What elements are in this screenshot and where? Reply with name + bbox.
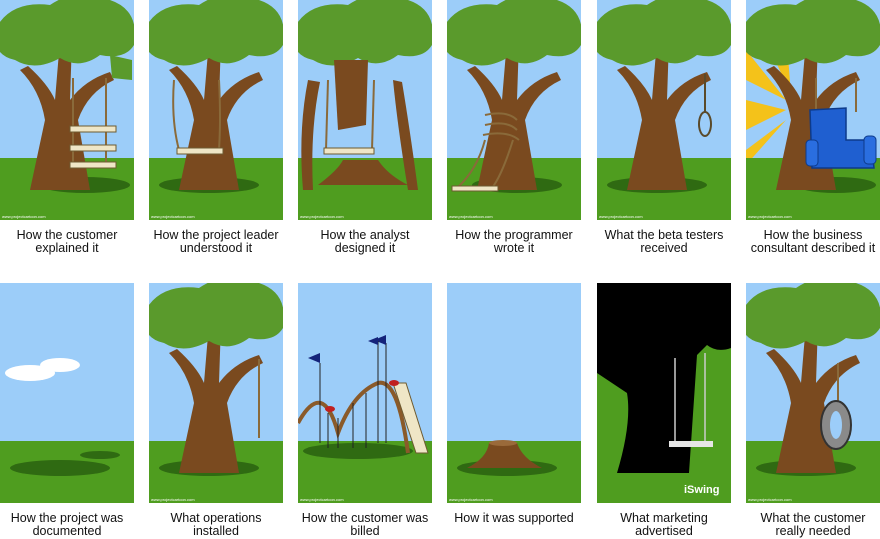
watermark: www.projectcartoon.com <box>599 214 643 219</box>
caption-beta-received: What the beta testers received <box>604 228 724 255</box>
watermark: www.projectcartoon.com <box>151 214 195 219</box>
watermark: www.projectcartoon.com <box>300 497 344 502</box>
caption-marketing-advertised: What marketing advertised <box>620 511 708 538</box>
watermark: www.projectcartoon.com <box>449 214 493 219</box>
panel-customer-needed: www.projectcartoon.com <box>746 283 880 503</box>
watermark: www.projectcartoon.com <box>2 214 46 219</box>
panel-it-supported: www.projectcartoon.com <box>447 283 581 503</box>
panel-customer-billed: www.projectcartoon.com <box>298 283 432 503</box>
watermark: www.projectcartoon.com <box>449 497 493 502</box>
watermark: www.projectcartoon.com <box>748 497 792 502</box>
watermark: www.projectcartoon.com <box>748 214 792 219</box>
iswing-logo: iSwing <box>684 484 719 496</box>
caption-it-supported: How it was supported <box>454 511 574 525</box>
panel-analyst-designed: www.projectcartoon.com <box>298 0 432 220</box>
panel-marketing-advertised: iSwing <box>597 283 731 503</box>
panel-operations-installed: www.projectcartoon.com <box>149 283 283 503</box>
watermark: www.projectcartoon.com <box>300 214 344 219</box>
caption-customer-explained: How the customer explained it <box>16 228 118 255</box>
panel-project-documented <box>0 283 134 503</box>
caption-project-documented: How the project was documented <box>10 511 124 538</box>
panel-beta-received: www.projectcartoon.com <box>597 0 731 220</box>
caption-operations-installed: What operations installed <box>170 511 262 538</box>
watermark: www.projectcartoon.com <box>151 497 195 502</box>
caption-analyst-designed: How the analyst designed it <box>320 228 410 255</box>
panel-customer-explained: www.projectcartoon.com <box>0 0 134 220</box>
caption-programmer-wrote: How the programmer wrote it <box>455 228 573 255</box>
caption-consultant-described: How the business consultant described it <box>750 228 876 255</box>
caption-customer-billed: How the customer was billed <box>301 511 429 538</box>
panel-programmer-wrote: www.projectcartoon.com <box>447 0 581 220</box>
panel-leader-understood: www.projectcartoon.com <box>149 0 283 220</box>
caption-leader-understood: How the project leader understood it <box>153 228 279 255</box>
panel-consultant-described: www.projectcartoon.com <box>746 0 880 220</box>
caption-customer-needed: What the customer really needed <box>760 511 866 538</box>
